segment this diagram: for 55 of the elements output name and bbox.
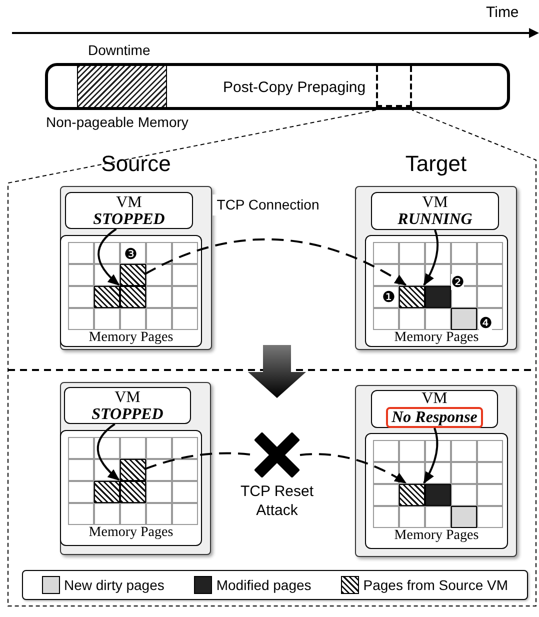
- vm-status-box: [64, 387, 191, 424]
- segment-label: Downtime: [88, 41, 150, 60]
- vm-state: RUNNING: [398, 211, 472, 228]
- downtime-segment: [77, 66, 167, 107]
- vm-state: No Response: [386, 407, 484, 428]
- vm-label: VM: [422, 390, 448, 407]
- memory-page: [120, 286, 146, 308]
- vm-state: STOPPED: [92, 406, 164, 422]
- arrow: [423, 230, 439, 286]
- dashed-arrow: [300, 453, 407, 484]
- vm-state: STOPPED: [93, 210, 165, 228]
- arrow: [423, 428, 438, 484]
- memory-panel: [60, 430, 202, 546]
- panel-label: Memory Pages: [394, 528, 479, 544]
- vm-label: VM: [116, 194, 142, 210]
- segment-label: Non-pageable Memory: [46, 113, 188, 132]
- callout-number: ❸: [124, 246, 138, 262]
- callout-number: ❶: [382, 289, 396, 305]
- vm-label: VM: [114, 388, 140, 406]
- memory-page: [399, 484, 425, 506]
- memory-page: [425, 484, 451, 506]
- legend-text: Pages from Source VM: [363, 576, 508, 595]
- memory-page: [94, 481, 120, 503]
- vm-status-box: [65, 192, 193, 229]
- host-heading: Target: [405, 150, 467, 178]
- memory-panel: [60, 235, 202, 347]
- phase-label: Post-Copy Prepaging: [223, 78, 366, 98]
- attack-label: TCP Reset Attack: [239, 482, 315, 520]
- callout-number: ❷: [451, 274, 464, 290]
- memory-panel: [365, 235, 508, 347]
- cross-mark-icon: [254, 432, 300, 478]
- vm-label: VM: [422, 194, 448, 211]
- callout-number: ❹: [479, 315, 492, 331]
- timeline-bar: [45, 63, 510, 110]
- arrow: [96, 423, 120, 481]
- vm-status-box: [371, 390, 498, 428]
- panel-label: Memory Pages: [394, 330, 479, 346]
- dashed-arrow: [144, 238, 407, 286]
- time-label: Time: [486, 3, 519, 23]
- memory-page: [94, 286, 120, 308]
- vm-status-box: [371, 192, 499, 230]
- memory-page: [120, 459, 146, 481]
- host-heading: Source: [101, 150, 171, 178]
- memory-page: [425, 286, 451, 308]
- legend-text: Modified pages: [216, 576, 312, 595]
- panel-label: Memory Pages: [88, 330, 174, 346]
- panel-label: Memory Pages: [88, 525, 174, 541]
- memory-panel: [365, 433, 508, 549]
- memory-page: [451, 506, 477, 528]
- legend-text: New dirty pages: [64, 576, 164, 595]
- arrow: [98, 228, 120, 286]
- memory-page: [451, 308, 477, 330]
- memory-page: [120, 264, 146, 286]
- memory-page: [399, 286, 425, 308]
- memory-page: [120, 481, 146, 503]
